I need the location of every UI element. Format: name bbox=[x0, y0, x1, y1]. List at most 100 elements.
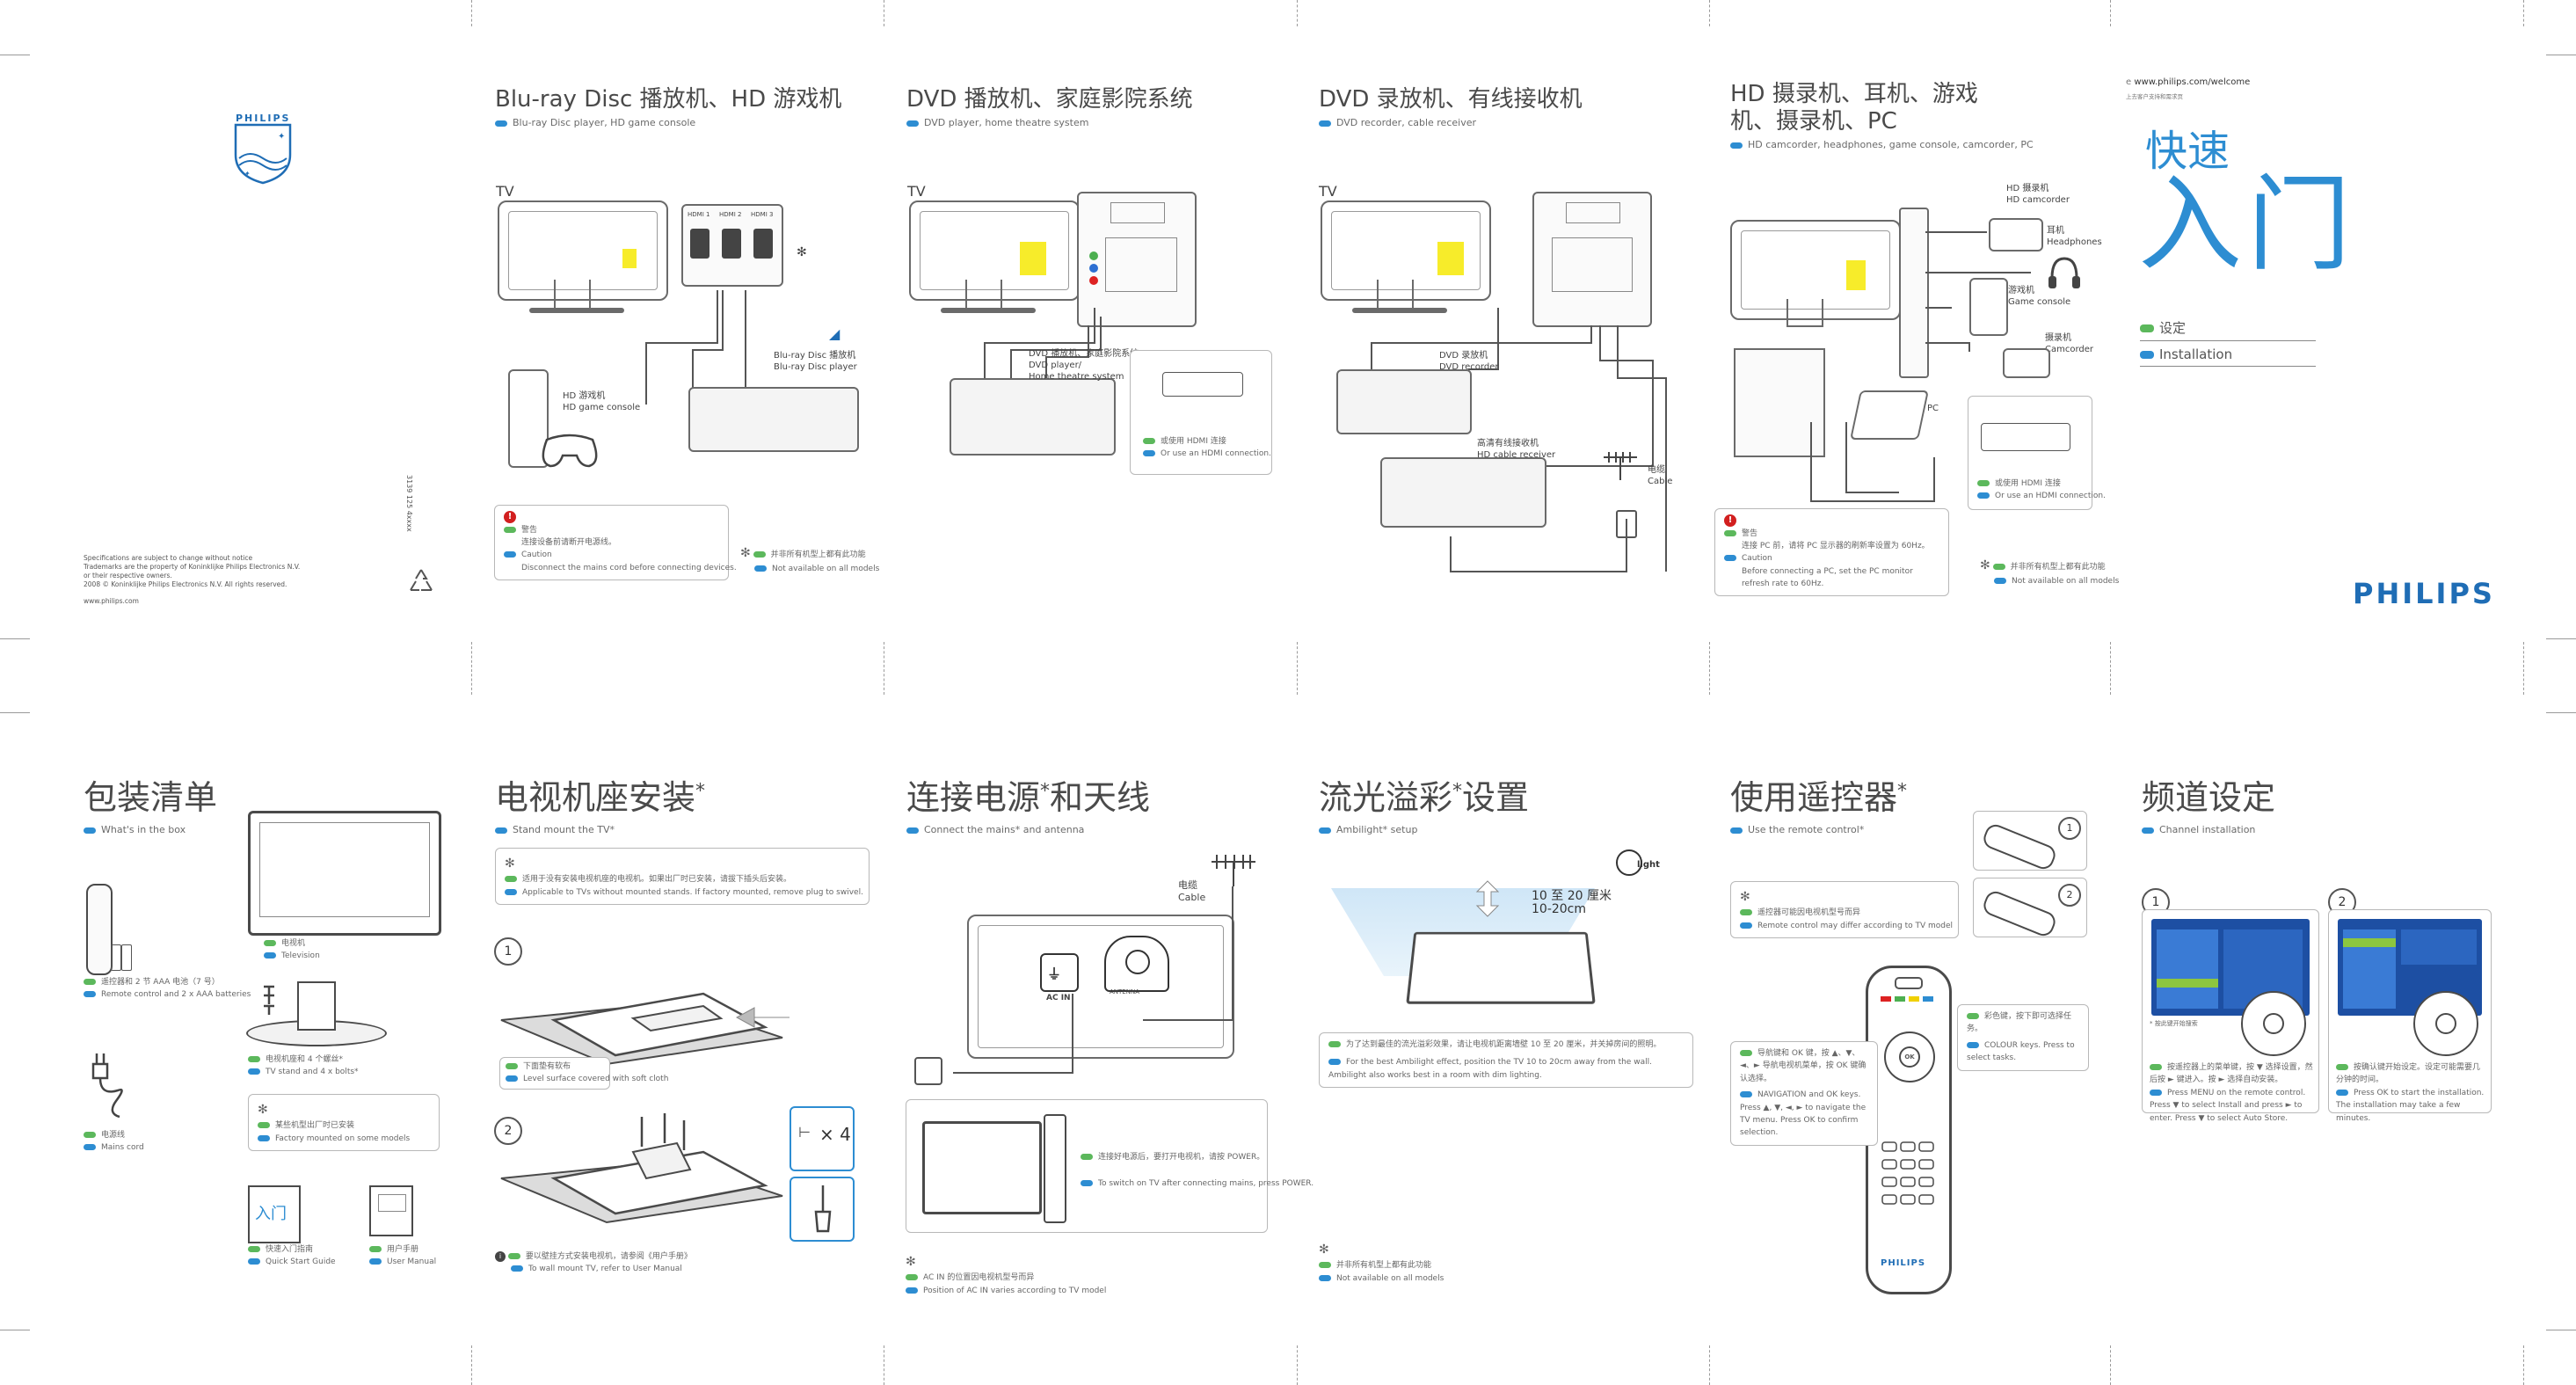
bluray-logo-icon: ◢ bbox=[829, 325, 840, 342]
channel-step-2: 按确认键开始设定。设定可能需要几分钟的时间。 Press OK to start… bbox=[2328, 909, 2492, 1123]
hdmi-alt-note: 或使用 HDMI 连接 Or use an HDMI connection. bbox=[1968, 396, 2106, 510]
power-button[interactable] bbox=[1895, 977, 1923, 989]
panel-title: 包装清单 bbox=[84, 778, 218, 817]
stand-step2-illustration bbox=[500, 1108, 783, 1240]
step-2-badge: 2 bbox=[494, 1117, 522, 1145]
side-panel-zoom bbox=[1899, 208, 1929, 378]
panel-title: 频道设定 bbox=[2142, 778, 2276, 817]
panel-subtitle: Use the remote control* bbox=[1730, 824, 2135, 835]
tv-stand-base bbox=[941, 308, 1036, 313]
distance-arrow-icon bbox=[1475, 880, 1500, 917]
panel-title: 连接电源*和天线 bbox=[906, 778, 1151, 817]
bluray-player bbox=[688, 387, 859, 452]
panel-dvd-ht: DVD 播放机、家庭影院系统 DVD player, home theatre … bbox=[906, 81, 1311, 128]
logo-word: PHILIPS bbox=[236, 113, 291, 124]
hdmi-port bbox=[690, 229, 709, 259]
dvd-ht-label: DVD 播放机、家庭影院系统 DVD player/ Home theatre … bbox=[1029, 349, 1139, 382]
box-remote-label: 遥控器和 2 节 AAA 电池（7 号） Remote control and … bbox=[84, 976, 251, 1002]
antenna-icon bbox=[1600, 448, 1641, 480]
website-url: www.philips.com bbox=[84, 596, 139, 605]
panel-bluray: Blu-ray Disc 播放机、HD 游戏机 Blu-ray Disc pla… bbox=[495, 81, 899, 128]
crop-mark bbox=[1297, 0, 1298, 26]
ok-button[interactable]: OK bbox=[1899, 1046, 1920, 1068]
panel-title: HD 摄录机、耳机、游戏机、摄录机、PC bbox=[1730, 81, 1978, 135]
menu-setup-en: Installation bbox=[2140, 346, 2316, 367]
nav-pad[interactable]: OK bbox=[1884, 1031, 1935, 1082]
crop-mark bbox=[2546, 712, 2576, 713]
av-panel-zoom bbox=[1077, 192, 1197, 327]
red-key[interactable] bbox=[1881, 996, 1891, 1002]
yellow-key[interactable] bbox=[1909, 996, 1919, 1002]
tv-back bbox=[909, 200, 1080, 301]
cable-receiver bbox=[1380, 457, 1546, 528]
bolts-box: ⊢ × 4 bbox=[790, 1106, 855, 1171]
crop-mark bbox=[2110, 0, 2111, 26]
crop-mark bbox=[1709, 642, 1710, 695]
hdmi-port bbox=[753, 229, 773, 259]
remote-battery-icon bbox=[1980, 888, 2059, 939]
hdmi-alt-note: 或使用 HDMI 连接 Or use an HDMI connection. bbox=[1130, 350, 1272, 475]
soft-cloth-note: 下面垫有软布 Level surface covered with soft c… bbox=[499, 1057, 668, 1090]
qsg-label: 快速入门指南 Quick Start Guide bbox=[248, 1243, 336, 1269]
tv-side-buttons bbox=[1044, 1114, 1066, 1223]
crop-mark bbox=[1297, 1345, 1298, 1385]
ambilight-tip: 为了达到最佳的流光溢彩效果，请让电视机距离墙壁 10 至 20 厘米，并关掉房间… bbox=[1319, 1032, 1693, 1089]
crop-mark bbox=[2523, 1345, 2524, 1385]
green-key[interactable] bbox=[1895, 996, 1905, 1002]
power-on-note: 连接好电源后，要打开电视机，请按 POWER。 To switch on TV … bbox=[906, 1099, 1313, 1233]
panel-title: DVD 录放机、有线接收机 bbox=[1319, 86, 1583, 113]
battery-icon bbox=[111, 944, 121, 971]
gamepad-icon bbox=[538, 427, 601, 471]
svg-text:✦: ✦ bbox=[244, 170, 251, 178]
game-console bbox=[1969, 278, 2008, 336]
ambilight-logo-icon bbox=[1616, 849, 1642, 876]
remote-brand: PHILIPS bbox=[1881, 1258, 1926, 1268]
cover-title-big: 入门 bbox=[2138, 164, 2357, 285]
not-all-models-note: ✻ 并非所有机型上都有此功能 Not available on all mode… bbox=[1319, 1243, 1444, 1283]
wall-mount-note: i 要以壁挂方式安装电视机，请参阅《用户手册》 To wall mount TV… bbox=[495, 1250, 692, 1276]
cable-lines bbox=[984, 308, 1102, 378]
hd-camcorder bbox=[1989, 218, 2043, 251]
not-all-models-note: ✻ 并非所有机型上都有此功能 Not available on all mode… bbox=[740, 546, 880, 574]
quick-start-book: 入门 bbox=[248, 1185, 301, 1243]
crop-mark bbox=[1709, 0, 1710, 26]
headphones-icon bbox=[2047, 255, 2082, 290]
battery-step-1: 1 bbox=[1973, 811, 2087, 872]
input-highlight bbox=[1846, 260, 1866, 290]
acin-socket: ⏚ bbox=[1040, 953, 1079, 992]
panel-remote: 使用遥控器* Use the remote control* bbox=[1730, 770, 2135, 835]
mains-cord-icon bbox=[84, 1052, 128, 1119]
battery-icon bbox=[121, 944, 132, 971]
remote-battery-icon bbox=[1980, 821, 2059, 872]
panel-subtitle: DVD recorder, cable receiver bbox=[1319, 117, 1723, 128]
bolts-icon bbox=[260, 983, 278, 1018]
antenna-socket-zoom bbox=[1104, 936, 1169, 992]
lang-pill-icon bbox=[495, 120, 507, 127]
blue-key[interactable] bbox=[1923, 996, 1933, 1002]
mains-cable-lines bbox=[953, 886, 1233, 1074]
welcome-sub: 上去客户支持和需求页 bbox=[2126, 93, 2183, 100]
tv-stand-base bbox=[1352, 308, 1447, 313]
tv-label: TV bbox=[496, 183, 514, 200]
panel-title: 使用遥控器* bbox=[1730, 778, 1908, 817]
colour-keys-note: 彩色键，按下即可选择任务。 COLOUR keys. Press to sele… bbox=[1957, 1004, 2089, 1071]
panel-box: 包装清单 What's in the box bbox=[84, 770, 488, 835]
asterisk-mark: ✻ bbox=[797, 245, 807, 259]
crop-mark bbox=[471, 0, 472, 26]
menu-setup-cn: 设定 bbox=[2140, 318, 2316, 341]
panel-stand-mount: 电视机座安装* Stand mount the TV* bbox=[495, 770, 899, 835]
screwdriver-box bbox=[790, 1177, 855, 1242]
panel-subtitle: Stand mount the TV* bbox=[495, 824, 899, 835]
nav-pad-icon bbox=[2413, 991, 2478, 1056]
caution-pc-note: ! 警告 连接 PC 前，请将 PC 显示器的刷新率设置为 60Hz。 Caut… bbox=[1714, 508, 1949, 597]
warning-icon: ! bbox=[1724, 514, 1736, 527]
philips-shield-logo: ✦ ✦ PHILIPS bbox=[230, 106, 295, 185]
box-remote bbox=[86, 884, 113, 975]
